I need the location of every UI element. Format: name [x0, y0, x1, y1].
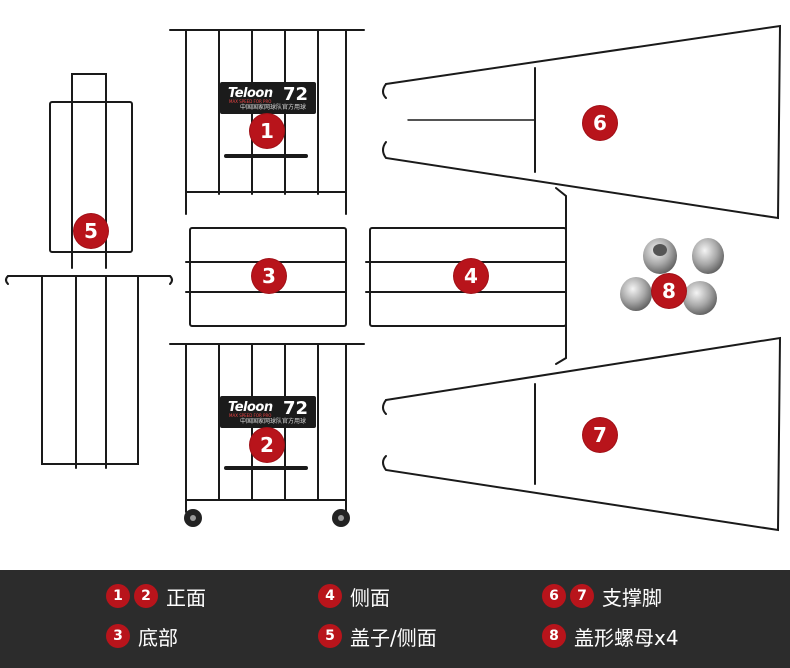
- nut-icon: [620, 277, 652, 311]
- brand-plate-top: Teloon MAX SPEED FOR PRO 72 中国国家网球队官方用球: [220, 82, 316, 114]
- badge-part-3: 3: [252, 259, 286, 293]
- legend-badge: 2: [134, 584, 158, 608]
- legend-item-front: 1 2 正面: [106, 582, 206, 610]
- parts-legend: 1 2 正面 4 侧面 6 7 支撑脚 3 底部 5 盖子/侧面 8 盖形螺母x…: [0, 570, 790, 668]
- brand-tag: MAX SPEED FOR PRO: [229, 413, 272, 418]
- legend-label: 底部: [138, 625, 178, 650]
- brand-name: Teloon: [228, 86, 273, 101]
- brand-tag: MAX SPEED FOR PRO: [229, 99, 272, 104]
- legend-item-nuts: 8 盖形螺母x4: [542, 622, 679, 650]
- part-cap-nuts: [620, 238, 724, 315]
- nut-icon: [683, 281, 717, 315]
- legend-label: 侧面: [350, 585, 390, 610]
- caster-wheels: [184, 509, 350, 527]
- legend-badge: 1: [106, 584, 130, 608]
- badge-part-1: 1: [250, 114, 284, 148]
- legend-label: 盖子/侧面: [350, 625, 437, 650]
- legend-badge: 4: [318, 584, 342, 608]
- legend-label: 支撑脚: [602, 585, 662, 610]
- legend-label: 盖形螺母x4: [574, 625, 679, 650]
- badge-part-6: 6: [583, 106, 617, 140]
- badge-part-7: 7: [583, 418, 617, 452]
- brand-subtitle: 中国国家网球队官方用球: [240, 104, 307, 111]
- wire-parts-drawing: [5, 24, 782, 532]
- legend-item-bottom: 3 底部: [106, 622, 178, 650]
- legend-label: 正面: [166, 585, 206, 610]
- part-lid-side-frame: [5, 73, 173, 469]
- brand-subtitle: 中国国家网球队官方用球: [240, 418, 307, 425]
- legend-badge: 5: [318, 624, 342, 648]
- brand-name: Teloon: [228, 400, 273, 415]
- legend-badge: 3: [106, 624, 130, 648]
- brand-model: 72: [282, 84, 308, 105]
- badge-part-4: 4: [454, 259, 488, 293]
- badge-part-8: 8: [652, 274, 686, 308]
- part-leg-bottom-frame: [382, 336, 782, 532]
- nut-icon: [692, 238, 724, 274]
- part-leg-top-frame: [382, 24, 782, 220]
- legend-badge: 6: [542, 584, 566, 608]
- legend-item-side: 4 侧面: [318, 582, 390, 610]
- legend-badge: 7: [570, 584, 594, 608]
- legend-badge: 8: [542, 624, 566, 648]
- badge-part-5: 5: [74, 214, 108, 248]
- parts-diagram: Teloon MAX SPEED FOR PRO 72 中国国家网球队官方用球 …: [5, 24, 782, 532]
- legend-item-lid: 5 盖子/侧面: [318, 622, 437, 650]
- brand-plate-bottom: Teloon MAX SPEED FOR PRO 72 中国国家网球队官方用球: [220, 396, 316, 428]
- legend-item-legs: 6 7 支撑脚: [542, 582, 662, 610]
- nut-icon: [643, 238, 677, 274]
- badge-part-2: 2: [250, 428, 284, 462]
- brand-model: 72: [282, 398, 308, 419]
